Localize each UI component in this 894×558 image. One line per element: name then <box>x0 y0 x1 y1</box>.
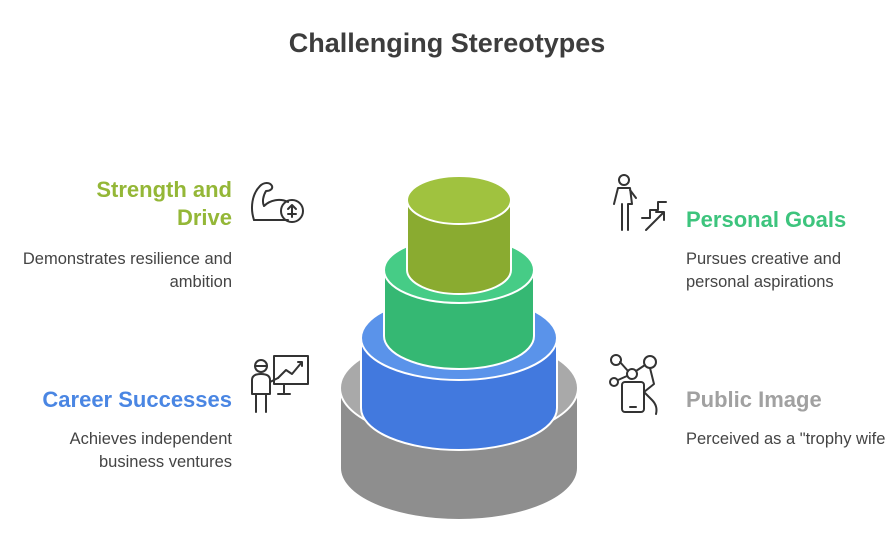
tier-strength-drive <box>406 175 512 295</box>
social-network-phone-icon <box>609 354 658 415</box>
climbing-stairs-icon <box>613 174 667 231</box>
personal-desc: Pursues creative and personal aspiration… <box>686 250 842 291</box>
career-desc: Achieves independent business ventures <box>69 430 232 471</box>
public-desc: Perceived as a "trophy wife <box>686 430 886 448</box>
career-heading: Career Successes <box>42 387 232 412</box>
flexed-arm-icon <box>251 182 304 223</box>
presentation-icon <box>251 355 309 413</box>
strength-desc: Demonstrates resilience and ambition <box>22 250 232 291</box>
personal-heading: Personal Goals <box>686 207 847 232</box>
public-heading: Public Image <box>686 387 822 412</box>
diagram-title: Challenging Stereotypes <box>288 28 606 58</box>
strength-heading: Strength and Drive <box>96 177 232 230</box>
